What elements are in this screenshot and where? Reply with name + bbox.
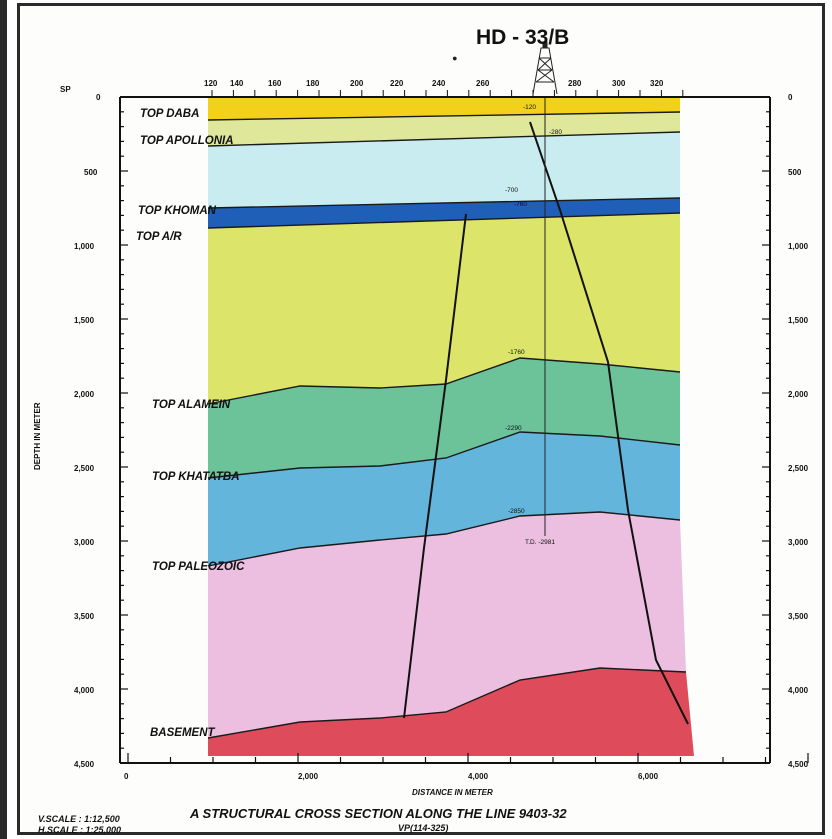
sp-tick-label: 140: [230, 79, 244, 88]
layer-ar: [208, 213, 680, 404]
figure-subcaption: VP(114-325): [398, 823, 448, 833]
horizon-line-ar: [207, 212, 681, 229]
horizon-label-alamein: TOP ALAMEIN: [152, 399, 231, 411]
depth-tick-label-left: 2,000: [74, 390, 95, 399]
depth-tick-label-left: 4,000: [74, 686, 95, 695]
distance-tick-label: 0: [124, 772, 129, 781]
sp-tick-label: 300: [612, 79, 626, 88]
depth-tick-label-left: 1,500: [74, 316, 95, 325]
fault-right: [529, 121, 689, 725]
fault-left: [403, 213, 467, 719]
depth-tick-label-right: 3,500: [788, 612, 809, 621]
depth-tick-label-right: 4,000: [788, 686, 809, 695]
sp-tick-label: 160: [268, 79, 282, 88]
well-depth-value: -760: [514, 201, 527, 208]
well-depth-value: T.D. -2981: [525, 539, 555, 546]
horizon-label-apollonia: TOP APOLLONIA: [140, 135, 234, 147]
depth-tick-label-right: 2,500: [788, 464, 809, 473]
depth-tick-label-right: 2,000: [788, 390, 809, 399]
horizon-label-khatatba: TOP KHATATBA: [152, 471, 240, 483]
depth-tick-label-right: 500: [788, 168, 802, 177]
depth-tick-label-right: 1,000: [788, 242, 809, 251]
layer-basement: [208, 668, 694, 756]
well-name: HD - 33/B: [476, 26, 569, 49]
well-depth-value: -1760: [508, 349, 525, 356]
depth-tick-label-left: 500: [84, 168, 98, 177]
horizon-label-khoman: TOP KHOMAN: [138, 205, 217, 217]
depth-tick-label-right: 0: [788, 93, 793, 102]
well-depth-value: -700: [505, 187, 518, 194]
layer-khatatba: [208, 432, 680, 566]
sp-tick-label: 240: [432, 79, 446, 88]
sp-tick-label: 320: [650, 79, 664, 88]
depth-tick-label-left: 0: [96, 93, 101, 102]
horizon-label-ar: TOP A/R: [136, 231, 182, 243]
horizon-line-paleozoic: [207, 511, 681, 567]
depth-tick-label-left: 3,000: [74, 538, 95, 547]
horizon-line-khatatba: [207, 431, 681, 479]
left-border-strip: [0, 0, 7, 839]
horizon-label-daba: TOP DABA: [140, 108, 199, 120]
layer-upper-cretaceous: [208, 132, 680, 208]
derrick-icon: •: [453, 41, 558, 95]
depth-axis-title: DEPTH IN METER: [33, 402, 42, 470]
horizon-label-basement: BASEMENT: [150, 727, 216, 739]
horizon-label-paleozoic: TOP PALEOZOIC: [152, 561, 245, 573]
depth-tick-label-right: 1,500: [788, 316, 809, 325]
depth-tick-label-right: 4,500: [788, 760, 809, 769]
well-depth-value: -2850: [508, 508, 525, 515]
sp-tick-label: 200: [350, 79, 364, 88]
depth-tick-label-right: 3,000: [788, 538, 809, 547]
distance-tick-label: 4,000: [468, 772, 489, 781]
well-depth-value: -120: [523, 104, 536, 111]
figure-caption: A STRUCTURAL CROSS SECTION ALONG THE LIN…: [189, 806, 567, 821]
layer-daba: [208, 97, 680, 120]
sp-tick-label: 120: [204, 79, 218, 88]
depth-tick-label-left: 4,500: [74, 760, 95, 769]
distance-tick-label: 2,000: [298, 772, 319, 781]
horizontal-scale: H.SCALE : 1:25,000: [38, 825, 121, 835]
horizon-line-basement: [207, 667, 687, 739]
svg-text:•: •: [453, 54, 457, 65]
layer-alamein: [208, 358, 680, 478]
layer-apollonia: [208, 112, 680, 146]
horizon-line-khoman-top: [207, 197, 681, 209]
depth-tick-label-left: 2,500: [74, 464, 95, 473]
layer-paleozoic: [208, 512, 686, 738]
horizon-line-daba-base: [207, 111, 681, 121]
sp-tick-label: 280: [568, 79, 582, 88]
depth-tick-label-left: 1,000: [74, 242, 95, 251]
vertical-scale: V.SCALE : 1:12,500: [38, 814, 120, 824]
sp-label: SP: [60, 85, 71, 94]
depth-tick-label-left: 3,500: [74, 612, 95, 621]
well-depth-value: -280: [549, 129, 562, 136]
sp-tick-label: 220: [390, 79, 404, 88]
well-depth-value: -2290: [505, 425, 522, 432]
distance-tick-label: 6,000: [638, 772, 659, 781]
sp-tick-label: 260: [476, 79, 490, 88]
distance-axis-title: DISTANCE IN METER: [412, 788, 493, 797]
sp-tick-label: 180: [306, 79, 320, 88]
horizon-line-apollonia: [207, 131, 681, 147]
